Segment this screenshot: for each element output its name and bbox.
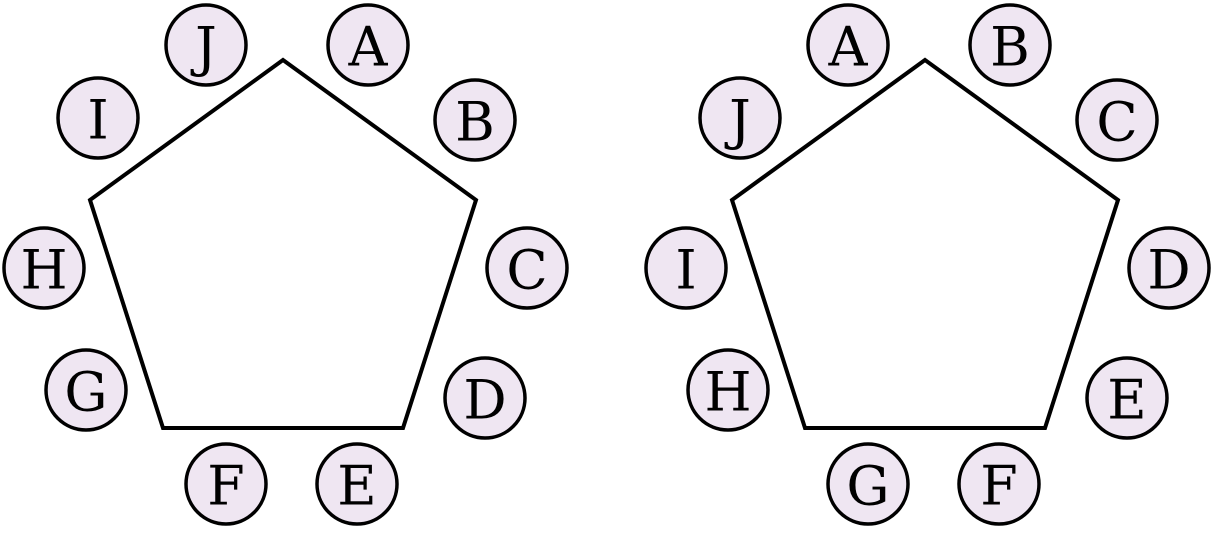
seat-i: I (56, 76, 140, 160)
seat-circle (957, 442, 1041, 526)
seat-label: E (337, 455, 376, 518)
seat-b: B (433, 78, 517, 162)
seat-circle (1127, 226, 1211, 310)
seat-e: E (315, 442, 399, 526)
seat-a: A (806, 3, 890, 87)
seat-label: G (846, 455, 889, 518)
seat-circle (443, 356, 527, 440)
seat-label: B (990, 16, 1030, 79)
seat-label: J (724, 89, 751, 152)
seat-circle (826, 442, 910, 526)
seat-label: A (828, 16, 869, 79)
seat-label: D (1147, 239, 1190, 302)
seat-circle (326, 3, 410, 87)
seat-label: C (1096, 91, 1137, 154)
seat-d: D (443, 356, 527, 440)
seat-label: F (207, 455, 244, 518)
seat-label: C (506, 239, 547, 302)
seat-label: J (190, 16, 217, 79)
seat-circle (968, 3, 1052, 87)
seat-circle (1085, 356, 1169, 440)
seat-label: H (704, 361, 751, 424)
seat-j: J (164, 3, 248, 87)
seat-c: C (1075, 78, 1159, 162)
seat-f: F (184, 442, 268, 526)
seat-label: A (348, 16, 389, 79)
seat-circle (485, 226, 569, 310)
seat-h: H (686, 348, 770, 432)
seat-b: B (968, 3, 1052, 87)
seat-label: I (675, 239, 696, 302)
seat-f: F (957, 442, 1041, 526)
seat-label: I (87, 89, 108, 152)
seat-g: G (44, 348, 128, 432)
pentagon-table (87, 57, 479, 430)
seat-label: D (463, 369, 506, 432)
seat-a: A (326, 3, 410, 87)
seat-circle (315, 442, 399, 526)
seat-label: B (455, 91, 495, 154)
seat-circle (2, 226, 86, 310)
seat-circle (698, 76, 782, 160)
seat-circle (433, 78, 517, 162)
seat-j: J (698, 76, 782, 160)
seat-circle (686, 348, 770, 432)
left-arrangement: J A B C D E F GH I (2, 3, 569, 526)
seat-label: F (980, 455, 1017, 518)
seat-i: I (644, 226, 728, 310)
seat-circle (1075, 78, 1159, 162)
seat-h: H (2, 226, 86, 310)
seat-label: G (64, 361, 107, 424)
seat-label: H (20, 239, 67, 302)
seat-c: C (485, 226, 569, 310)
seat-g: G (826, 442, 910, 526)
seat-label: E (1107, 369, 1146, 432)
seat-circle (56, 76, 140, 160)
right-arrangement: A B C D E F G HI J (644, 3, 1211, 526)
seat-circle (806, 3, 890, 87)
seat-circle (44, 348, 128, 432)
seat-e: E (1085, 356, 1169, 440)
seat-circle (184, 442, 268, 526)
pentagon-table (729, 57, 1121, 430)
seat-circle (164, 3, 248, 87)
seat-circle (644, 226, 728, 310)
seat-d: D (1127, 226, 1211, 310)
